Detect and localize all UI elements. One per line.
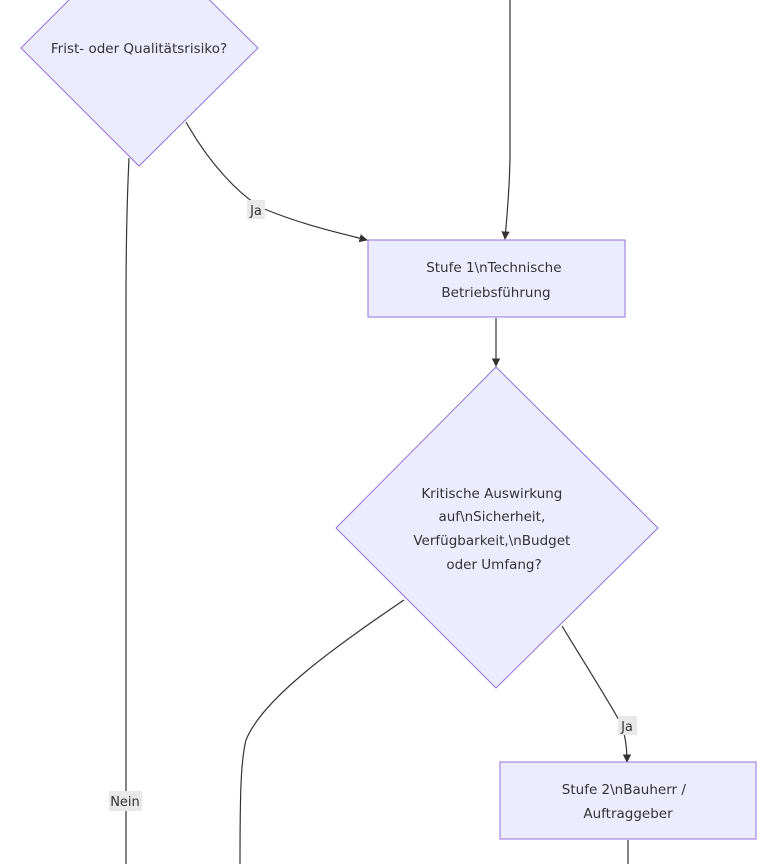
edge-label-risk-yes-text: Ja [249, 204, 262, 219]
decision-critical-label-line-3: Verfügbarkeit,\nBudget [413, 533, 570, 549]
stage-1-label-line-2: Betriebsführung [441, 285, 550, 301]
decision-critical-label-line-4: oder Umfang? [446, 557, 541, 573]
edge-label-critical-yes-text: Ja [620, 720, 633, 735]
edge-risk-no [125, 157, 130, 864]
edge-label-critical-yes: Ja [618, 716, 637, 735]
stage-2-label-line-2: Auftraggeber [583, 806, 673, 822]
edge-risk-yes-to-stage-1 [185, 121, 368, 243]
decision-risk-label: Frist- oder Qualitätsrisiko? [51, 41, 227, 57]
stage-1-label-line-1: Stufe 1\nTechnische [426, 260, 561, 276]
edge-label-risk-yes: Ja [247, 200, 265, 219]
svg-text:Stufe 1\nTechnische Betr: Stufe 1\nTechnische Betriebsführung [426, 260, 566, 301]
stage-2-node: Stufe 2\nBauherr / Auftraggeber [499, 761, 757, 840]
decision-critical-label-line-1: Kritische Auswirkung [421, 486, 562, 502]
stage-2-label-line-1: Stufe 2\nBauherr / [562, 782, 687, 798]
svg-text:Kritische Auswirkung auf: Kritische Auswirkung auf\nSicherheit, Ve… [413, 486, 574, 573]
decision-risk-node: Frist- oder Qualitätsrisiko? [20, 0, 259, 167]
edge-top-to-stage-1 [501, 0, 511, 240]
svg-text:Stufe 2\nBauherr / Auftr: Stufe 2\nBauherr / Auftraggeber [562, 782, 690, 822]
edge-critical-yes-to-stage-2 [561, 625, 632, 763]
decision-critical-node: Kritische Auswirkung auf\nSicherheit, Ve… [335, 366, 659, 689]
svg-text:Frist- oder Qualitätsrisiko?: Frist- oder Qualitätsrisiko? [51, 41, 227, 57]
edge-critical-no [239, 599, 405, 864]
edge-label-risk-no: Nein [109, 791, 142, 811]
decision-critical-label-line-2: auf\nSicherheit, [438, 509, 545, 525]
stage-1-node: Stufe 1\nTechnische Betriebsführung [367, 239, 626, 318]
edge-label-risk-no-text: Nein [110, 795, 140, 810]
